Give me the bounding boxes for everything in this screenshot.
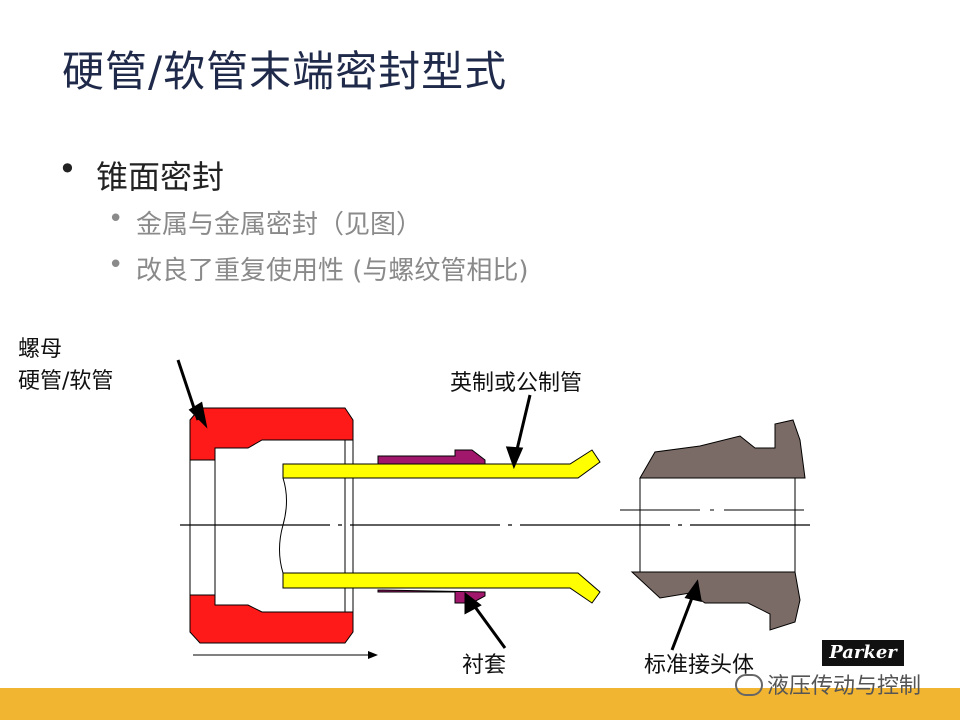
label-nut-line1: 螺母 (18, 337, 63, 362)
watermark-text: 液压传动与控制 (767, 674, 922, 699)
sleeve-bottom (377, 589, 486, 604)
label-tube: 英制或公制管 (450, 371, 583, 396)
bullet-sub-1-text: 金属与金属密封（见图） (136, 210, 423, 240)
slide-title: 硬管/软管末端密封型式 (62, 47, 508, 96)
body-leader-head (684, 579, 702, 602)
label-sleeve: 衬套 (462, 653, 507, 678)
parker-logo: Parker (822, 640, 904, 666)
bullet-dot: • (108, 204, 124, 234)
body-bottom (630, 571, 801, 631)
tube-bottom-wall (282, 572, 601, 604)
sleeve-top (377, 449, 486, 466)
bullet-dot: • (58, 150, 77, 188)
nut-top (189, 407, 354, 461)
bullet-main-text: 锥面密封 (96, 158, 225, 196)
label-nut-line2: 硬管/软管 (18, 369, 114, 394)
tube-top-wall (282, 449, 601, 479)
sleeve-leader-head (464, 591, 482, 615)
body-leader (670, 589, 697, 651)
bullet-dot: • (108, 250, 124, 280)
body-top (639, 419, 806, 479)
footer-bar (0, 688, 960, 720)
nut-bottom (189, 594, 354, 644)
tube-cut-edge (279, 477, 287, 574)
bullet-sub-2-text: 改良了重复使用性 (与螺纹管相比) (136, 256, 529, 286)
nut-leader-head (188, 401, 208, 429)
dimension-arrow-head (368, 651, 378, 659)
wechat-icon (735, 674, 763, 696)
tube-leader-head (505, 446, 524, 470)
watermark: 液压传动与控制 (735, 668, 921, 700)
label-body: 标准接头体 (644, 653, 755, 678)
